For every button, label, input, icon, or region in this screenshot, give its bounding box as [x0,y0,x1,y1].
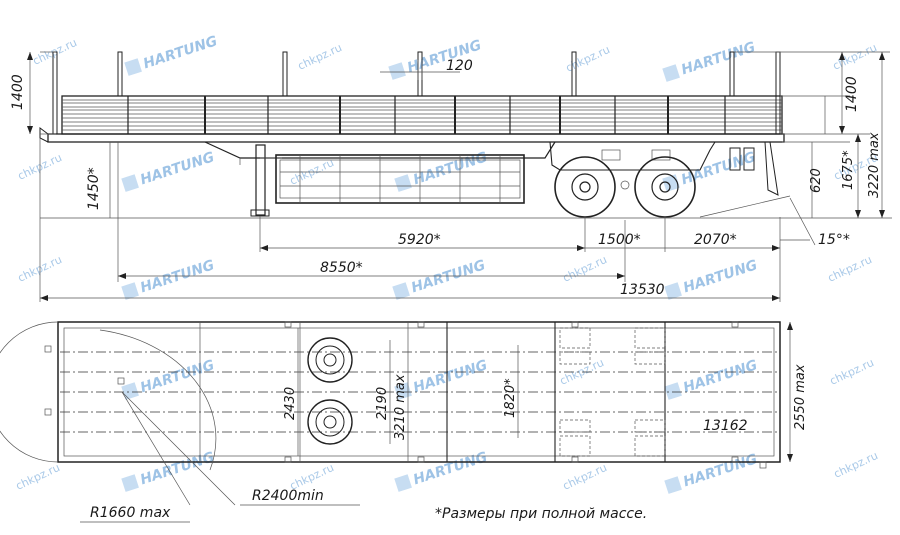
side-rack-boards [61,95,783,135]
rear-wheel [554,156,616,218]
dim-inner-length: 13162 [703,418,748,434]
hartung-logo-watermark: HARTUNG [664,451,759,494]
landing-gear [250,144,282,217]
site-watermark: chkpz.ru [561,461,609,493]
dim-wheel-height: 620 [809,168,824,193]
svg-text:HARTUNG: HARTUNG [681,257,759,296]
dim-bed-height: 1675* [841,150,856,190]
axle-wheels-hidden [559,327,666,457]
axle-suspension [549,141,716,171]
site-watermark: chkpz.ru [831,41,879,73]
dim-rear-overhang: 2070* [694,232,737,248]
hartung-logo-watermark: HARTUNG [662,149,757,192]
hartung-logo-watermark: HARTUNG [392,257,487,300]
deck-frame [39,127,785,165]
footnote-full-mass: *Размеры при полной массе. [435,506,647,522]
site-watermark: chkpz.ru [828,356,876,388]
dim-departure-angle: 15°* [818,232,850,248]
dim-total-width: 2550 max [793,364,808,430]
axle-hub-icon [620,180,630,190]
hartung-logo-watermark: HARTUNG [394,149,489,192]
site-watermark: chkpz.ru [561,253,609,285]
site-watermark: chkpz.ru [564,43,612,75]
hartung-logo-watermark: HARTUNG [664,257,759,300]
svg-text:HARTUNG: HARTUNG [138,149,216,188]
site-watermark: chkpz.ru [826,253,874,285]
front-swing-arc [0,321,59,463]
hartung-logo-watermark: HARTUNG [121,257,216,300]
dim-post-spacing: 120 [446,58,473,74]
dim-rack-height-left: 1400 [10,74,26,110]
hartung-logo-watermark: HARTUNG [121,149,216,192]
site-watermark: chkpz.ru [296,41,344,73]
hartung-logo-watermark: HARTUNG [664,357,759,400]
dim-total-height: 3220 max [867,132,882,198]
spare-wheel [307,399,353,445]
side-view: 1400 1450* 120 1400 620 1675* 3220 max 1… [10,51,892,302]
dim-kingpin-to-center: 8550* [320,260,363,276]
spare-wheel [307,337,353,383]
dim-rack-height-right: 1400 [844,76,860,112]
svg-text:HARTUNG: HARTUNG [411,449,489,488]
dim-front-radius: R1660 max [90,505,171,521]
svg-text:HARTUNG: HARTUNG [141,33,219,72]
dim-wheel-track: 1820* [503,378,518,418]
site-watermark: chkpz.ru [14,461,62,493]
svg-text:HARTUNG: HARTUNG [679,149,757,188]
dim-turn-radius: R2400min [252,488,324,504]
svg-text:HARTUNG: HARTUNG [411,357,489,396]
dim-inner-width: 2430 [283,387,298,420]
dim-deck-height: 1450* [86,167,102,210]
svg-text:HARTUNG: HARTUNG [138,357,216,396]
dim-axle-spacing: 1500* [598,232,641,248]
dim-turn-width: 3210 max [393,374,408,440]
svg-text:HARTUNG: HARTUNG [138,257,216,296]
hartung-logo-watermark: HARTUNG [662,39,757,82]
svg-text:HARTUNG: HARTUNG [138,449,216,488]
dim-kingpin-to-axle: 5920* [398,232,441,248]
site-watermark: chkpz.ru [832,449,880,481]
turning-radius-arc [99,329,217,471]
hartung-logo-watermark: HARTUNG [394,357,489,400]
dim-total-length: 13530 [620,282,665,298]
svg-text:HARTUNG: HARTUNG [681,451,759,490]
stake-pockets [44,321,767,469]
side-underrun-guard [275,154,525,204]
top-view: 2430 2190 3210 max 1820* 2550 max 13162 … [0,321,808,523]
dim-axle-track: 2190 [375,387,390,420]
svg-text:HARTUNG: HARTUNG [679,39,757,78]
svg-text:HARTUNG: HARTUNG [681,357,759,396]
hartung-logo-watermark: HARTUNG [121,357,216,400]
svg-text:HARTUNG: HARTUNG [409,257,487,296]
hartung-logo-watermark: HARTUNG [124,33,219,76]
rear-light-cluster [699,141,791,218]
